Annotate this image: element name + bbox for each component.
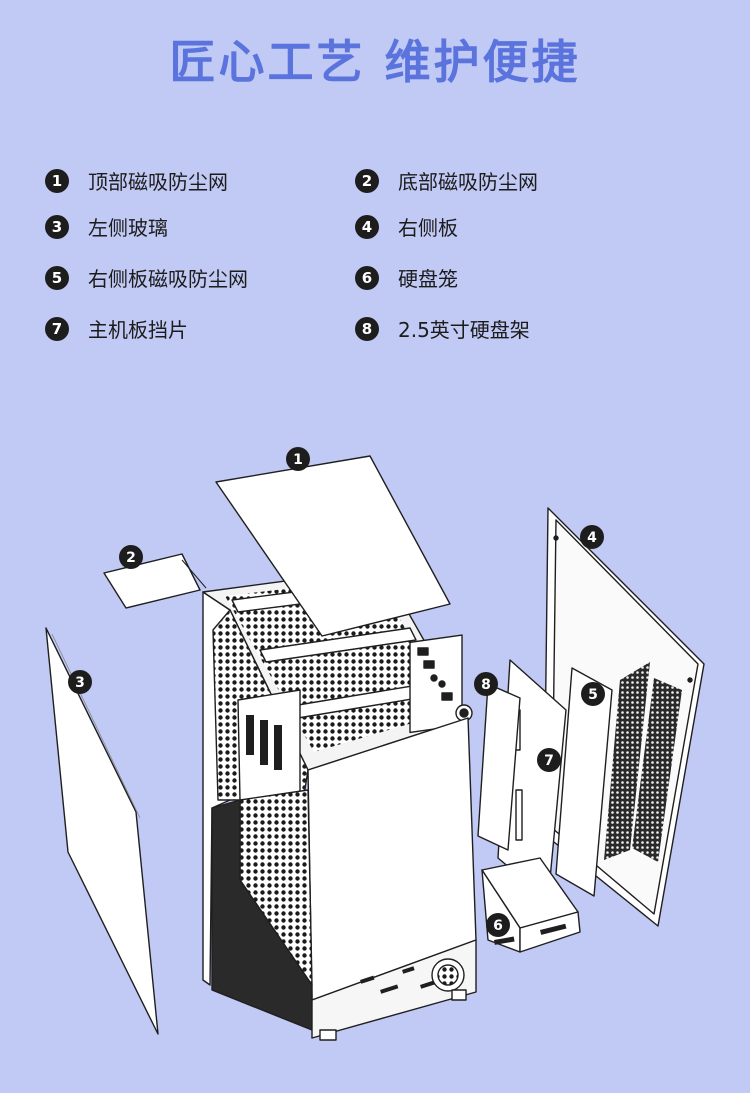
svg-text:8: 8 <box>481 677 491 693</box>
legend-item-7: 7 主机板挡片 <box>45 314 188 343</box>
callout-badge-3: 3 <box>68 670 92 694</box>
legend-number-3: 3 <box>45 214 69 239</box>
legend-label-6: 硬盘笼 <box>398 267 458 291</box>
legend-label-3: 左侧玻璃 <box>88 216 168 240</box>
legend-number-7: 7 <box>45 316 69 341</box>
legend-label-4: 右侧板 <box>398 216 458 240</box>
legend-item-2: 2 底部磁吸防尘网 <box>355 166 538 195</box>
top-magnetic-dust-filter <box>215 455 451 637</box>
svg-text:7: 7 <box>544 753 554 769</box>
svg-text:2: 2 <box>126 550 136 566</box>
callout-badge-7: 7 <box>537 748 561 772</box>
legend-number-6: 6 <box>355 265 379 290</box>
svg-text:1: 1 <box>293 452 303 468</box>
page-title: 匠心工艺 维护便捷 <box>169 35 581 89</box>
callout-badge-8: 8 <box>474 672 498 696</box>
legend-number-8: 8 <box>355 316 379 341</box>
left-glass-panel <box>45 627 159 1035</box>
legend-item-3: 3 左侧玻璃 <box>45 212 168 241</box>
legend-number-5: 5 <box>45 265 69 290</box>
pc-case-body <box>202 567 477 1041</box>
svg-text:6: 6 <box>493 918 503 934</box>
legend-item-6: 6 硬盘笼 <box>355 263 458 292</box>
right-panel-dust-filter <box>555 667 613 897</box>
ssd-bracket <box>477 683 521 851</box>
svg-text:4: 4 <box>587 530 597 546</box>
callout-badge-4: 4 <box>580 525 604 549</box>
callout-badge-6: 6 <box>486 913 510 937</box>
legend-label-5: 右侧板磁吸防尘网 <box>88 267 248 291</box>
legend-number-1: 1 <box>45 168 69 193</box>
legend-item-5: 5 右侧板磁吸防尘网 <box>45 263 248 292</box>
svg-text:3: 3 <box>75 675 85 691</box>
legend-item-4: 4 右侧板 <box>355 212 458 241</box>
svg-text:5: 5 <box>588 687 598 703</box>
legend-label-8: 2.5英寸硬盘架 <box>398 318 530 342</box>
callout-badge-1: 1 <box>286 447 310 471</box>
parts-legend: 1 顶部磁吸防尘网 2 底部磁吸防尘网 3 左侧玻璃 4 右侧板 5 右侧板磁吸… <box>0 0 750 360</box>
callout-badge-5: 5 <box>581 682 605 706</box>
callout-badge-2: 2 <box>119 545 143 569</box>
legend-label-1: 顶部磁吸防尘网 <box>88 170 228 194</box>
legend-number-2: 2 <box>355 168 379 193</box>
legend-label-7: 主机板挡片 <box>88 318 188 342</box>
legend-item-1: 1 顶部磁吸防尘网 <box>45 166 228 195</box>
legend-number-4: 4 <box>355 214 379 239</box>
bottom-magnetic-dust-filter <box>103 553 201 609</box>
legend-label-2: 底部磁吸防尘网 <box>398 170 538 194</box>
legend-item-8: 8 2.5英寸硬盘架 <box>355 314 530 343</box>
